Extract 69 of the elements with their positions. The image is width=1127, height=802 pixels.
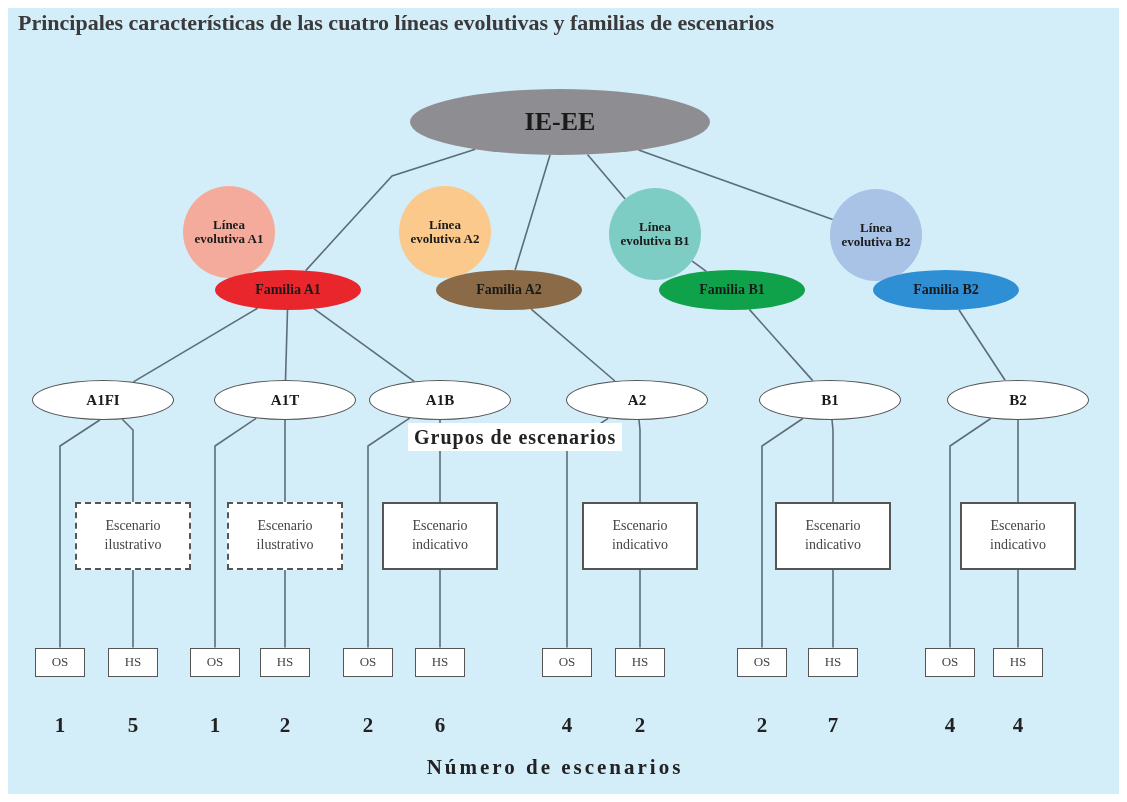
count-value: 5 [126,713,140,738]
count-value: 1 [208,713,222,738]
group-ellipse: A1B [369,380,511,420]
connector-line [284,309,289,381]
family-ellipse: Familia A1 [215,270,361,310]
scenario-count-box: HS [808,647,858,677]
connector-line [638,419,641,503]
family-ellipse: Familia B2 [873,270,1019,310]
lineage-circle: Línea evolutiva A1 [183,186,275,278]
count-value: 2 [633,713,647,738]
axis-label: Número de escenarios [426,755,684,780]
count-value: 4 [943,713,957,738]
scenario-count-box: HS [260,647,310,677]
section-label: Grupos de escenarios [408,423,623,451]
scenario-box: Escenario indicativo [960,502,1076,570]
scenario-count-box: HS [415,647,465,677]
scenario-count-box: OS [542,647,592,677]
connector-line [59,419,101,649]
root-ellipse: IE-EE [410,89,710,155]
count-value: 4 [560,713,574,738]
scenario-count-box: OS [343,647,393,677]
count-value: 2 [361,713,375,738]
connector-line [514,154,551,271]
connector-line [284,419,286,503]
connector-line [304,148,477,272]
connector-line [831,419,834,503]
connector-line [832,569,834,649]
connector-line [639,569,641,649]
connector-line [691,260,708,273]
scenario-count-box: OS [35,647,85,677]
family-ellipse: Familia B1 [659,270,805,310]
connector-line [121,418,134,503]
scenario-box: Escenario indicativo [775,502,891,570]
group-ellipse: B2 [947,380,1089,420]
group-ellipse: A1T [214,380,356,420]
scenario-count-box: OS [925,647,975,677]
connector-line [637,149,834,221]
lineage-circle: Línea evolutiva B1 [609,188,701,280]
connector-line [586,153,626,200]
connector-line [1017,419,1019,503]
count-value: 2 [755,713,769,738]
connector-line [132,569,134,649]
scenario-count-box: HS [108,647,158,677]
count-value: 7 [826,713,840,738]
group-ellipse: B1 [759,380,901,420]
scenario-count-box: HS [615,647,665,677]
group-ellipse: A2 [566,380,708,420]
count-value: 4 [1011,713,1025,738]
group-ellipse: A1FI [32,380,174,420]
connector-line [958,308,1006,382]
count-value: 1 [53,713,67,738]
scenario-count-box: HS [993,647,1043,677]
scenario-box: Escenario indicativo [582,502,698,570]
count-value: 2 [278,713,292,738]
connector-line [530,308,616,382]
scenario-box: Escenario ilustrativo [227,502,343,570]
connector-line [748,308,814,382]
connector-line [439,569,441,649]
lineage-circle: Línea evolutiva B2 [830,189,922,281]
diagram-title: Principales características de las cuatro líneas evolutivas y familias de escenarios [18,10,775,36]
connector-line [284,569,286,649]
lineage-circle: Línea evolutiva A2 [399,186,491,278]
connector-line [1017,569,1019,649]
scenario-box: Escenario indicativo [382,502,498,570]
scenario-count-box: OS [190,647,240,677]
scenario-box: Escenario ilustrativo [75,502,191,570]
family-ellipse: Familia A2 [436,270,582,310]
count-value: 6 [433,713,447,738]
scenario-count-box: OS [737,647,787,677]
